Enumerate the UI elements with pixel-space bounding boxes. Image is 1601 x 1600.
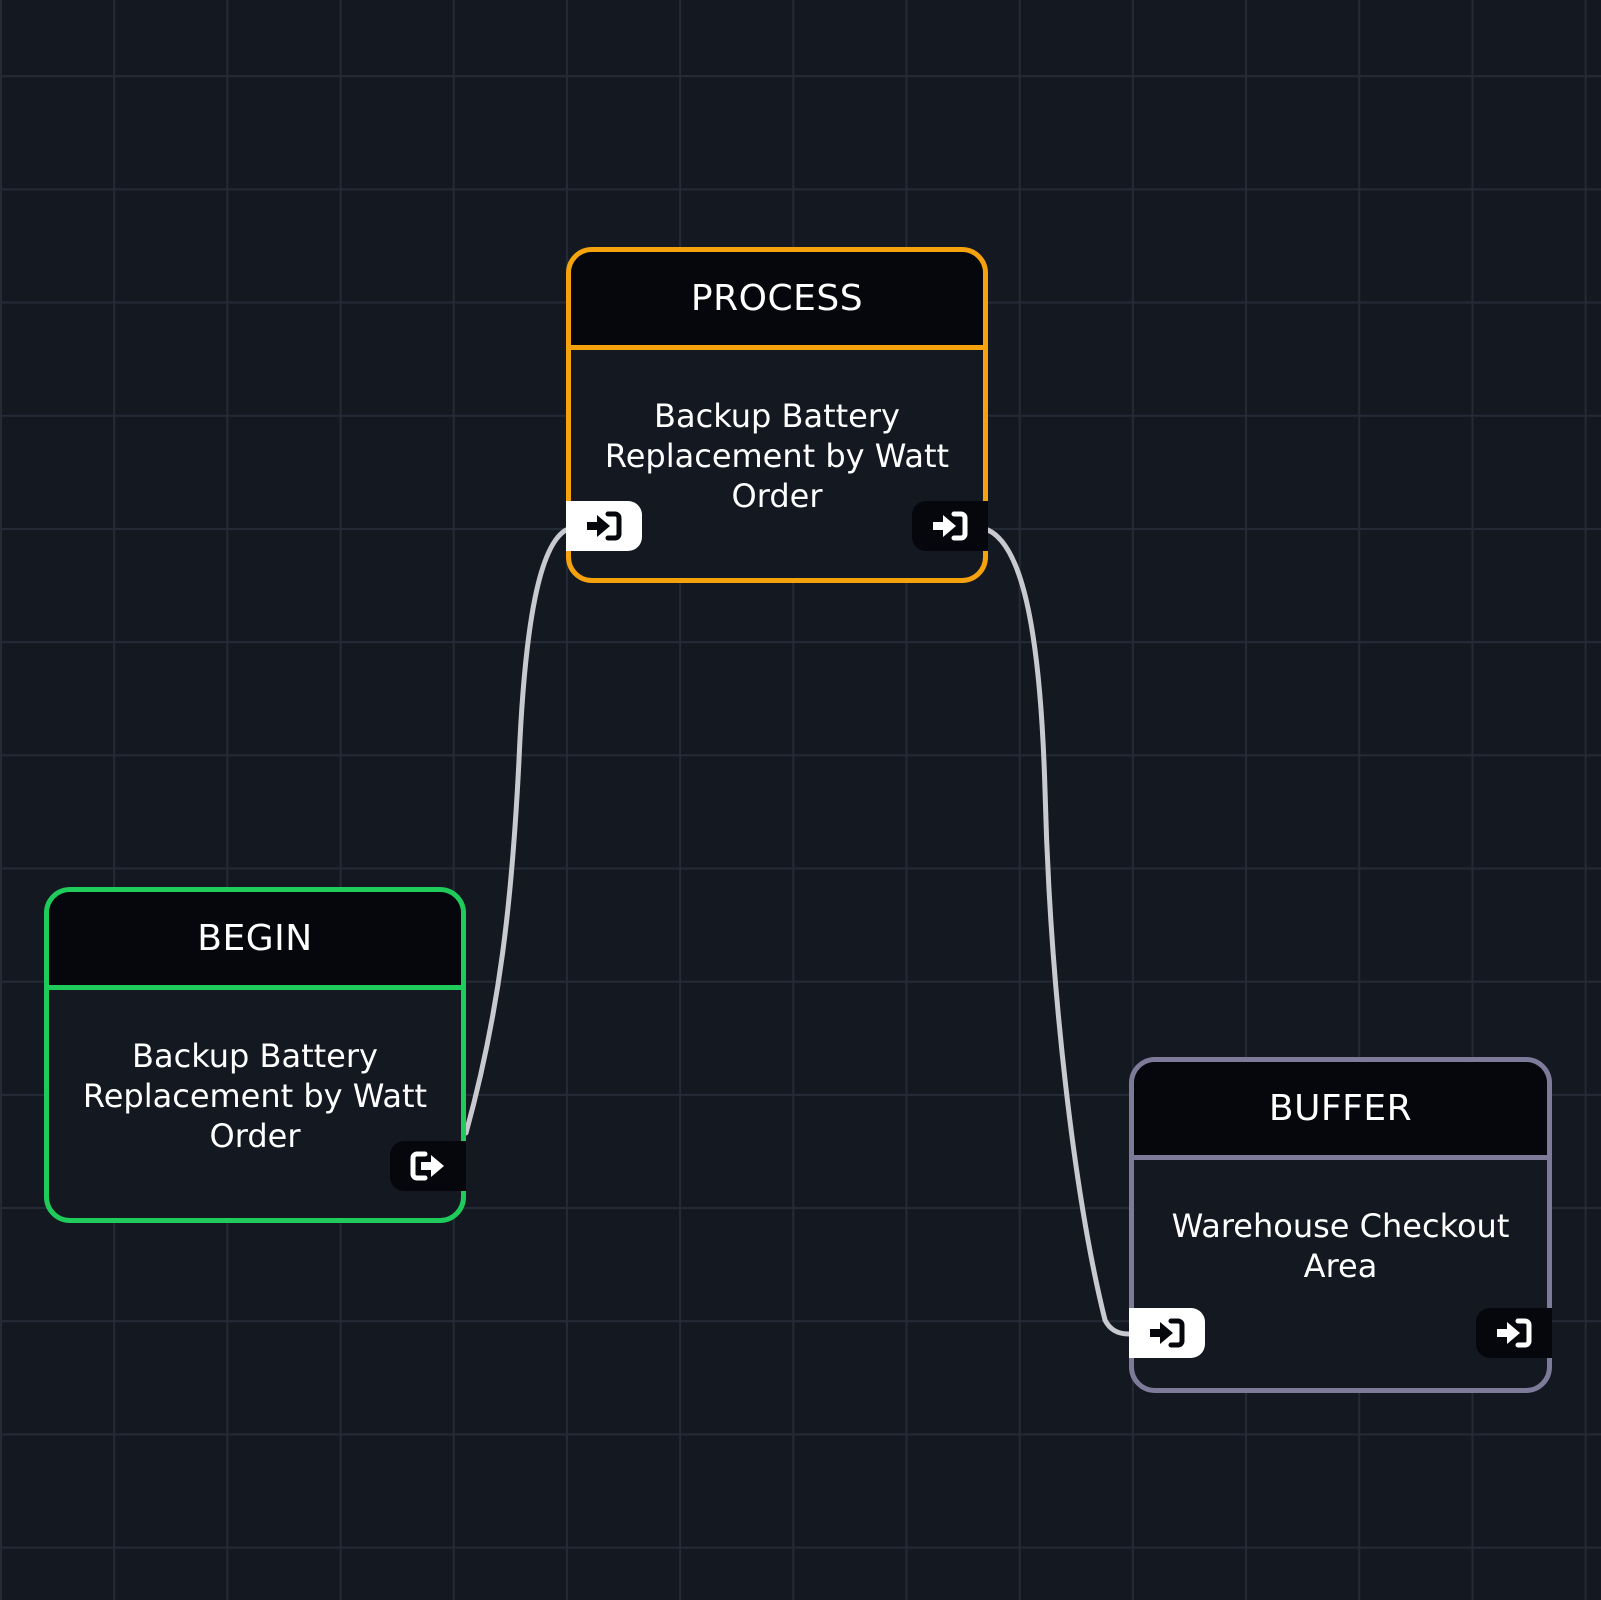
node-begin-body: Backup Battery Replacement by Watt Order: [82, 1037, 428, 1155]
login-arrow-icon: [587, 511, 622, 541]
node-begin[interactable]: BEGIN Backup Battery Replacement by Watt…: [44, 887, 466, 1223]
node-buffer-body: Warehouse Checkout Area: [1171, 1207, 1510, 1285]
node-buffer-header: BUFFER: [1134, 1062, 1547, 1160]
edge-process-to-buffer[interactable]: [985, 527, 1132, 1337]
logout-arrow-icon: [410, 1151, 444, 1181]
node-process-title: PROCESS: [690, 278, 864, 319]
login-arrow-icon: [933, 511, 968, 541]
login-arrow-icon: [1497, 1318, 1532, 1348]
node-begin-output-port[interactable]: [390, 1141, 466, 1191]
node-process-input-port[interactable]: [566, 501, 642, 551]
node-buffer-input-port[interactable]: [1129, 1308, 1205, 1358]
node-begin-header: BEGIN: [49, 892, 461, 990]
node-buffer-output-port[interactable]: [1476, 1308, 1552, 1358]
login-arrow-icon: [1150, 1318, 1185, 1348]
node-begin-title: BEGIN: [197, 918, 313, 959]
node-buffer-title: BUFFER: [1268, 1088, 1413, 1129]
node-process-header: PROCESS: [571, 252, 983, 350]
node-process-output-port[interactable]: [912, 501, 988, 551]
node-process-body: Backup Battery Replacement by Watt Order: [604, 397, 950, 515]
edge-begin-to-process[interactable]: [463, 527, 569, 1136]
